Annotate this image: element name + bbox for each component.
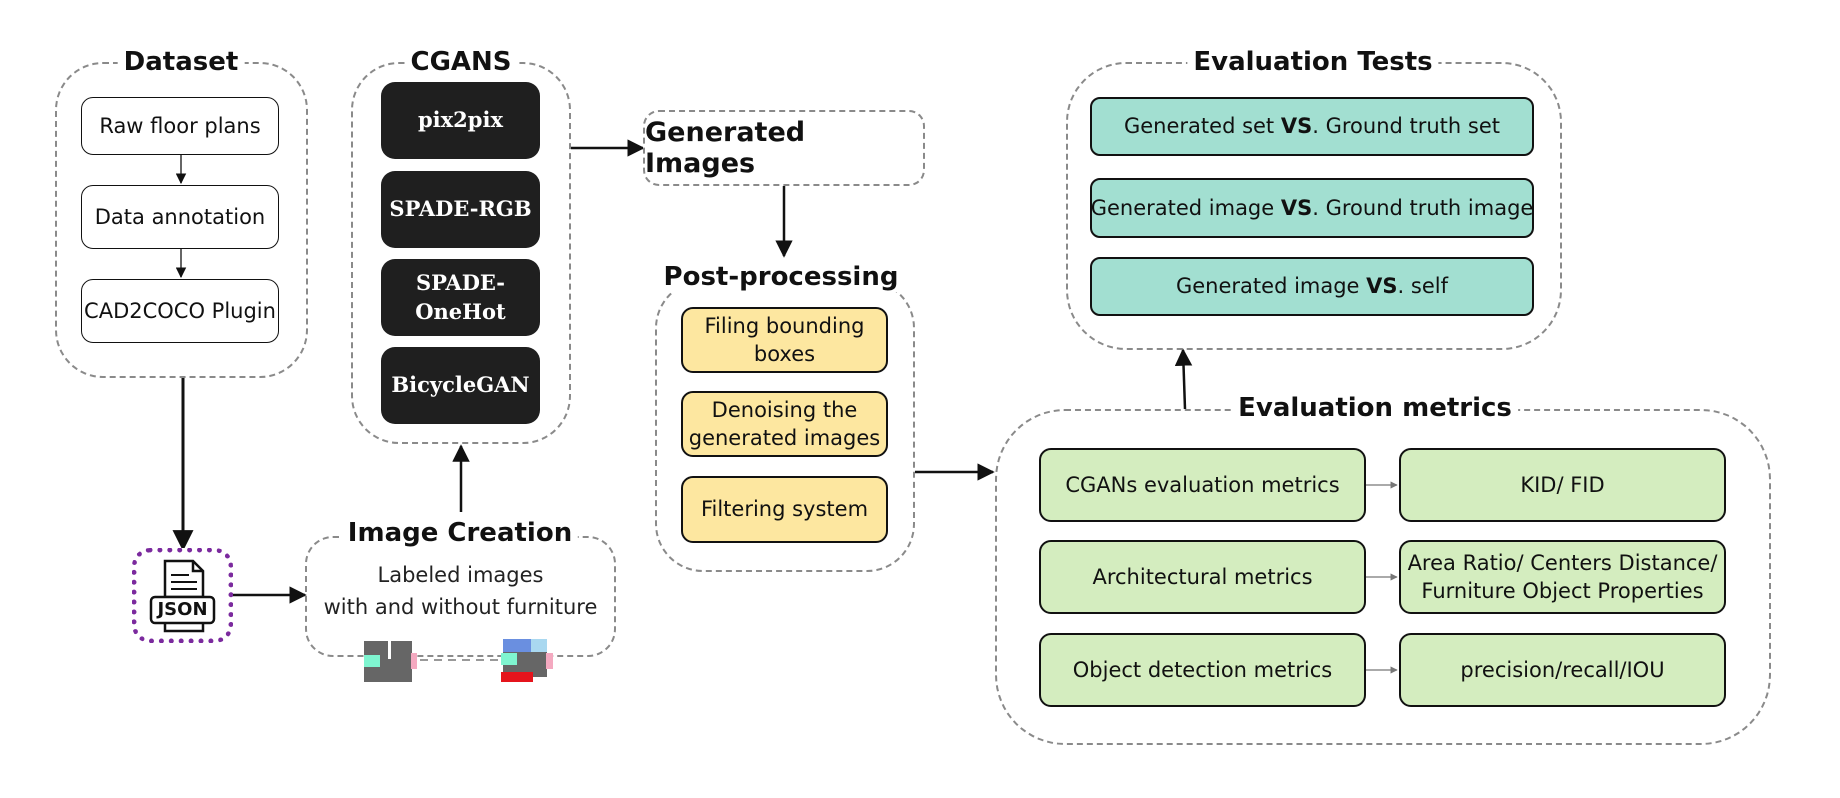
spade-onehot-box[interactable]: SPADE- OneHot: [381, 259, 540, 336]
dataset-title: Dataset: [117, 47, 245, 77]
generated-images-box[interactable]: Generated Images: [643, 110, 925, 186]
image-creation-line-2: with and without furniture: [323, 595, 598, 619]
kid-fid-box[interactable]: KID/ FID: [1399, 448, 1726, 522]
bicyclegan-box[interactable]: BicycleGAN: [381, 347, 540, 424]
json-label: JSON: [157, 599, 208, 620]
architectural-metrics-box[interactable]: Architectural metrics: [1039, 540, 1366, 614]
cgans-evaluation-metrics-box[interactable]: CGANs evaluation metrics: [1039, 448, 1366, 522]
data-annotation-box[interactable]: Data annotation: [81, 185, 279, 249]
test-image-vs-ground-truth-image[interactable]: Generated image VS. Ground truth image: [1090, 178, 1534, 238]
test-3-right: . self: [1397, 274, 1448, 299]
raw-floor-plans-box[interactable]: Raw floor plans: [81, 97, 279, 155]
test-image-vs-self[interactable]: Generated image VS. self: [1090, 257, 1534, 316]
filing-bounding-boxes-box[interactable]: Filing bounding boxes: [681, 307, 888, 373]
test-set-vs-ground-truth-set[interactable]: Generated set VS. Ground truth set: [1090, 97, 1534, 156]
precision-recall-iou-box[interactable]: precision/recall/IOU: [1399, 633, 1726, 707]
arrow-metrics-to-tests: [1174, 348, 1193, 410]
pix2pix-box[interactable]: pix2pix: [381, 82, 540, 159]
test-1-left: Generated set: [1123, 114, 1281, 139]
object-detection-metrics-box[interactable]: Object detection metrics: [1039, 633, 1366, 707]
test-1-vs: VS: [1280, 114, 1313, 139]
test-3-vs: VS: [1366, 274, 1398, 299]
image-creation-line-1: Labeled images: [377, 563, 544, 587]
test-2-left: Generated image: [1090, 195, 1281, 220]
floorplan-thumbnail-2: [501, 639, 553, 682]
evaluation-metrics-title: Evaluation metrics: [1232, 393, 1518, 423]
floorplan-thumbnail-1: [364, 641, 417, 682]
cgans-title: CGANS: [404, 47, 518, 77]
filtering-system-box[interactable]: Filtering system: [681, 476, 888, 543]
json-file-icon: JSON: [132, 548, 233, 643]
post-processing-title: Post-processing: [657, 262, 905, 292]
image-creation-title: Image Creation: [341, 518, 579, 548]
test-2-vs: VS: [1280, 195, 1313, 220]
test-3-left: Generated image: [1175, 274, 1367, 299]
test-1-right: . Ground truth set: [1312, 114, 1500, 139]
evaluation-tests-title: Evaluation Tests: [1187, 47, 1439, 77]
denoising-box[interactable]: Denoising the generated images: [681, 391, 888, 457]
cad2coco-plugin-box[interactable]: CAD2COCO Plugin: [81, 279, 279, 343]
area-ratio-box[interactable]: Area Ratio/ Centers Distance/ Furniture …: [1399, 540, 1726, 614]
document-icon: [149, 559, 216, 633]
spade-rgb-box[interactable]: SPADE-RGB: [381, 171, 540, 248]
test-2-right: . Ground truth image: [1312, 195, 1534, 220]
